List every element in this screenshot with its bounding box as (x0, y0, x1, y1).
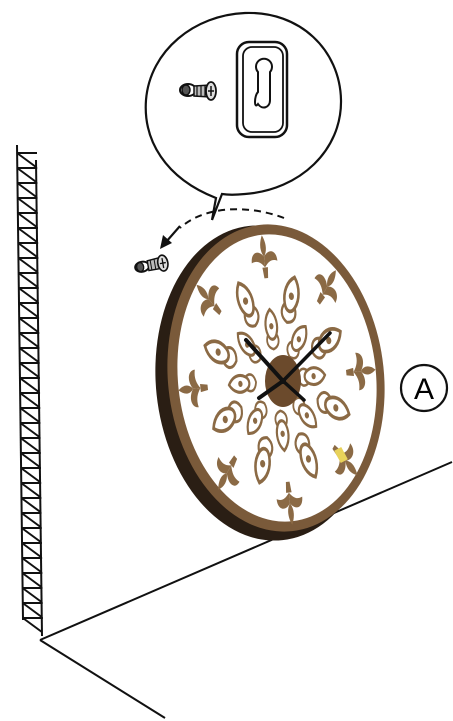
ladder-rung (22, 513, 41, 527)
ladder-rung (20, 363, 39, 377)
ladder-rung (19, 273, 38, 287)
ladder-rung (23, 588, 42, 602)
ladder-rung (21, 438, 40, 452)
ladder-rung (22, 558, 41, 572)
ladder-rung (21, 498, 40, 512)
step-label: A (414, 373, 434, 406)
ladder-rung (20, 408, 39, 422)
ladder-rung (18, 213, 37, 227)
step-badge: A (401, 365, 447, 411)
ladder-rung (18, 243, 37, 257)
ladder-rung (19, 318, 38, 332)
ladder-rung (22, 543, 41, 557)
ladder-rung (20, 423, 39, 437)
ladder-rung (23, 603, 42, 617)
ladder-rung (22, 528, 41, 542)
ladder-rung (19, 348, 38, 362)
ladder-rung (19, 288, 38, 302)
ladder-rung (17, 153, 36, 167)
ladder-rung (17, 183, 36, 197)
magnifier-callout-icon (146, 13, 341, 220)
ladder-rung (19, 333, 38, 347)
ladder-rung (23, 618, 42, 632)
ladder-rung (20, 393, 39, 407)
ladder-rung (21, 468, 40, 482)
keyhole-hanger-icon (237, 42, 287, 137)
wall-stud-ladder (17, 145, 43, 636)
ladder-rung (20, 378, 39, 392)
screw-icon (134, 254, 169, 275)
ladder-rung (21, 483, 40, 497)
ladder-rung (22, 573, 41, 587)
ladder-rung (17, 168, 36, 182)
ladder-rung (19, 303, 38, 317)
ladder-rung (18, 258, 37, 272)
ladder-rung (18, 228, 37, 242)
arrow-icon (160, 226, 180, 249)
ladder-rung (21, 453, 40, 467)
ladder-rung (18, 198, 37, 212)
